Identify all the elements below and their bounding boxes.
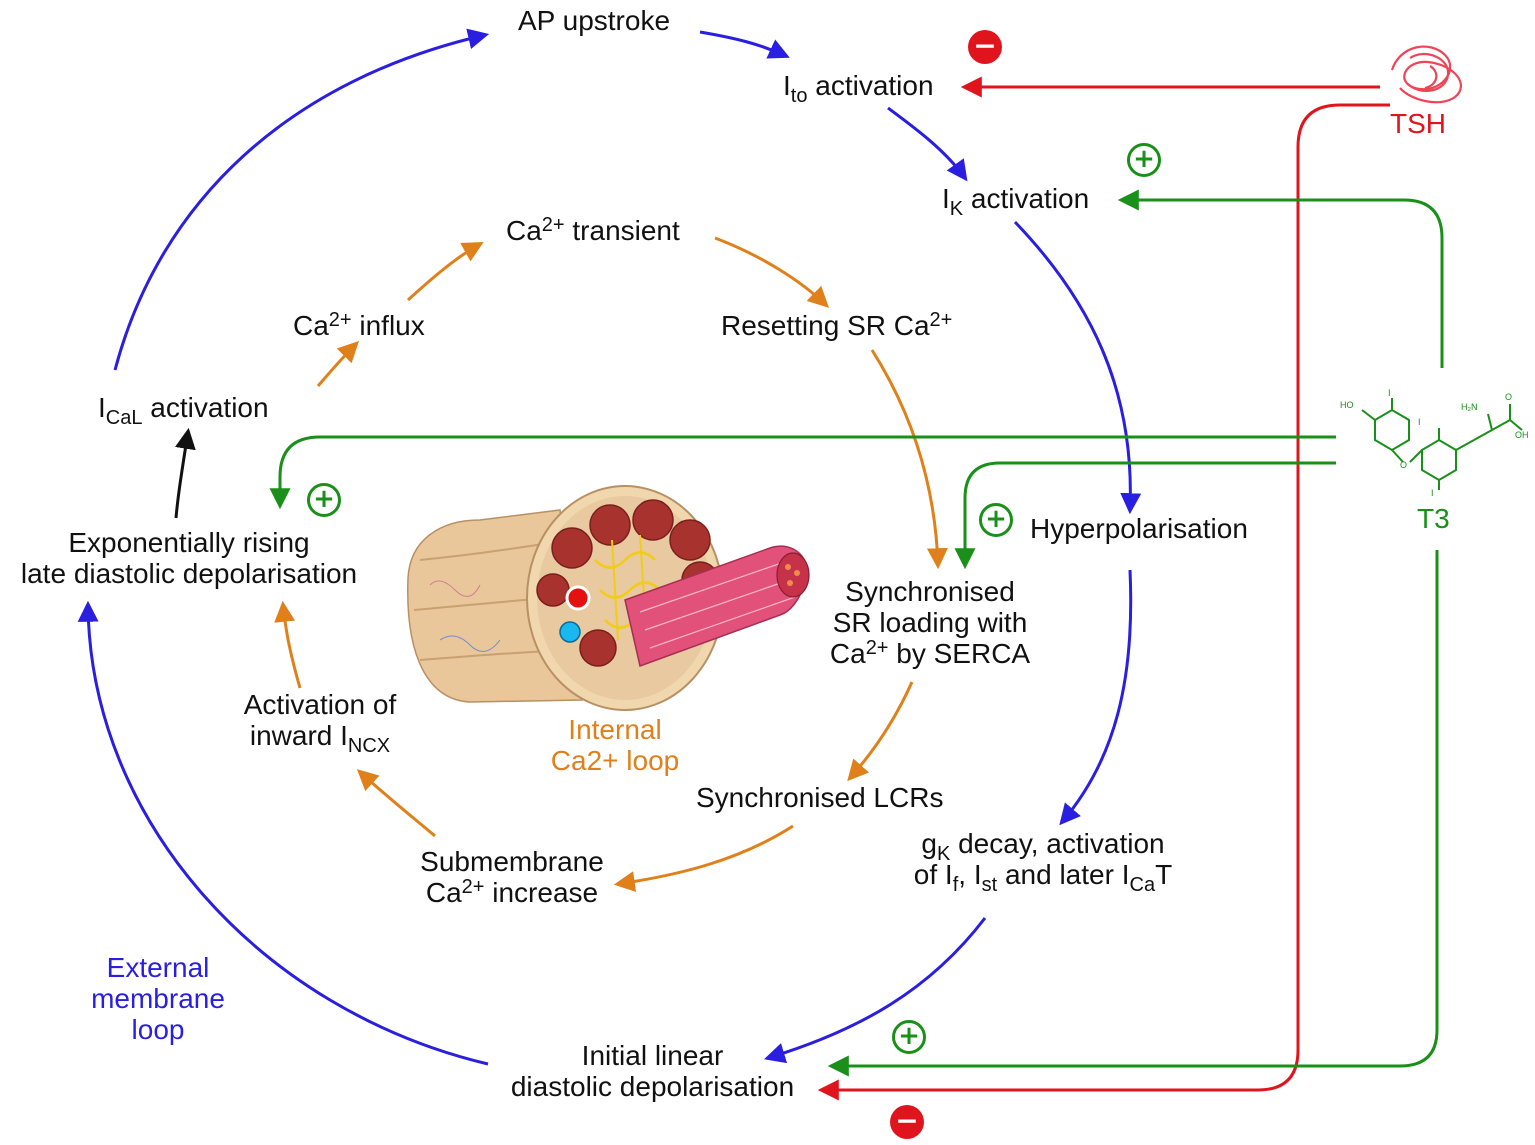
arrow-tsh-to-initial	[817, 103, 1390, 1101]
tsh-inhibition-arrows	[817, 76, 1390, 1101]
node-sync-lcrs: Synchronised LCRs	[696, 782, 944, 813]
arrow-ncx-to-exponential	[274, 600, 302, 689]
arrow-transient-to-resetting	[714, 236, 830, 308]
molecule-iodine-2: I	[1418, 417, 1421, 427]
node-gk-decay: gK decay, activation of If, Ist and late…	[913, 828, 1173, 896]
molecule-hydroxyl-label: OH	[1515, 430, 1529, 440]
node-submembrane: Submembrane Ca2+ increase	[420, 846, 604, 908]
node-hyperpolarisation: Hyperpolarisation	[1030, 513, 1248, 544]
muscle-fiber-illustration	[407, 485, 810, 711]
label-internal-loop: Internal Ca2+ loop	[550, 714, 680, 776]
arrow-t3-to-exponential	[269, 435, 1336, 510]
plus-sign-icon-sync-sr: +	[979, 503, 1013, 537]
label-t3: T3	[1417, 503, 1450, 534]
arrow-ical-to-influx	[316, 341, 359, 387]
calcium-loop-arrows	[274, 236, 948, 892]
tsh-squiggle-icon	[1390, 45, 1462, 104]
membrane-loop-arrows	[77, 28, 1142, 1066]
arrow-t3-to-ik	[1117, 189, 1444, 368]
molecule-iodine-3: I	[1431, 488, 1434, 498]
arrow-hyperpolarisation-to-gk	[1059, 569, 1133, 826]
arrow-ical-to-ap	[113, 28, 490, 371]
node-activation-ncx: Activation of inward INCX	[243, 689, 397, 757]
molecule-ho-label: HO	[1340, 400, 1354, 410]
node-initial-linear: Initial linear diastolic depolarisation	[510, 1040, 795, 1102]
molecule-iodine-1: I	[1388, 388, 1391, 398]
arrow-gk-to-initial	[763, 917, 987, 1064]
minus-sign-icon-ito: −	[968, 30, 1002, 64]
node-sync-sr-loading: Synchronised SR loading with Ca2+ by SER…	[829, 576, 1031, 669]
arrow-exponential-to-ical	[174, 427, 196, 519]
node-resetting-sr: Resetting SR Ca2+	[721, 309, 953, 341]
arrow-sync-sr-to-lcrs	[847, 681, 914, 782]
node-exponential: Exponentially rising late diastolic depo…	[20, 527, 358, 589]
plus-sign-icon-exponential: +	[307, 483, 341, 517]
molecule-oxygen-label: O	[1400, 460, 1407, 470]
node-ical-activation: ICaL activation	[98, 392, 269, 429]
molecule-oxo-label: O	[1505, 392, 1512, 402]
node-ito-activation: Ito activation	[783, 70, 934, 107]
t3-molecule-labels: HO I O I I H₂N O OH	[1340, 388, 1529, 498]
arrow-resetting-to-sync-sr	[870, 349, 948, 570]
label-external-loop: External membrane loop	[91, 952, 225, 1045]
minus-sign-icon-initial: −	[890, 1105, 924, 1139]
plus-sign-icon-ik: +	[1127, 143, 1161, 177]
label-tsh: TSH	[1390, 108, 1446, 139]
arrow-t3-to-initial	[827, 550, 1439, 1077]
arrow-lcrs-to-submembrane	[613, 824, 794, 892]
node-ap-upstroke: AP upstroke	[518, 5, 671, 36]
t3-molecule-icon	[1361, 398, 1523, 490]
arrow-submembrane-to-ncx	[356, 769, 436, 838]
arrow-ik-to-hyperpolarisation	[1013, 220, 1142, 515]
arrow-influx-to-transient	[406, 241, 484, 302]
plus-sign-icon-initial: +	[892, 1020, 926, 1054]
arrow-ap-to-ito	[699, 30, 790, 59]
arrow-t3-to-sync-sr	[954, 461, 1336, 570]
arrow-ito-to-ik	[887, 106, 968, 182]
node-ca-influx: Ca2+ influx	[293, 309, 425, 341]
molecule-amine-label: H₂N	[1461, 402, 1478, 412]
node-ik-activation: IK activation	[942, 183, 1090, 220]
t3-stimulation-arrows	[269, 189, 1444, 1077]
node-ca-transient: Ca2+ transient	[506, 214, 680, 246]
arrow-initial-to-exponential	[77, 600, 489, 1066]
